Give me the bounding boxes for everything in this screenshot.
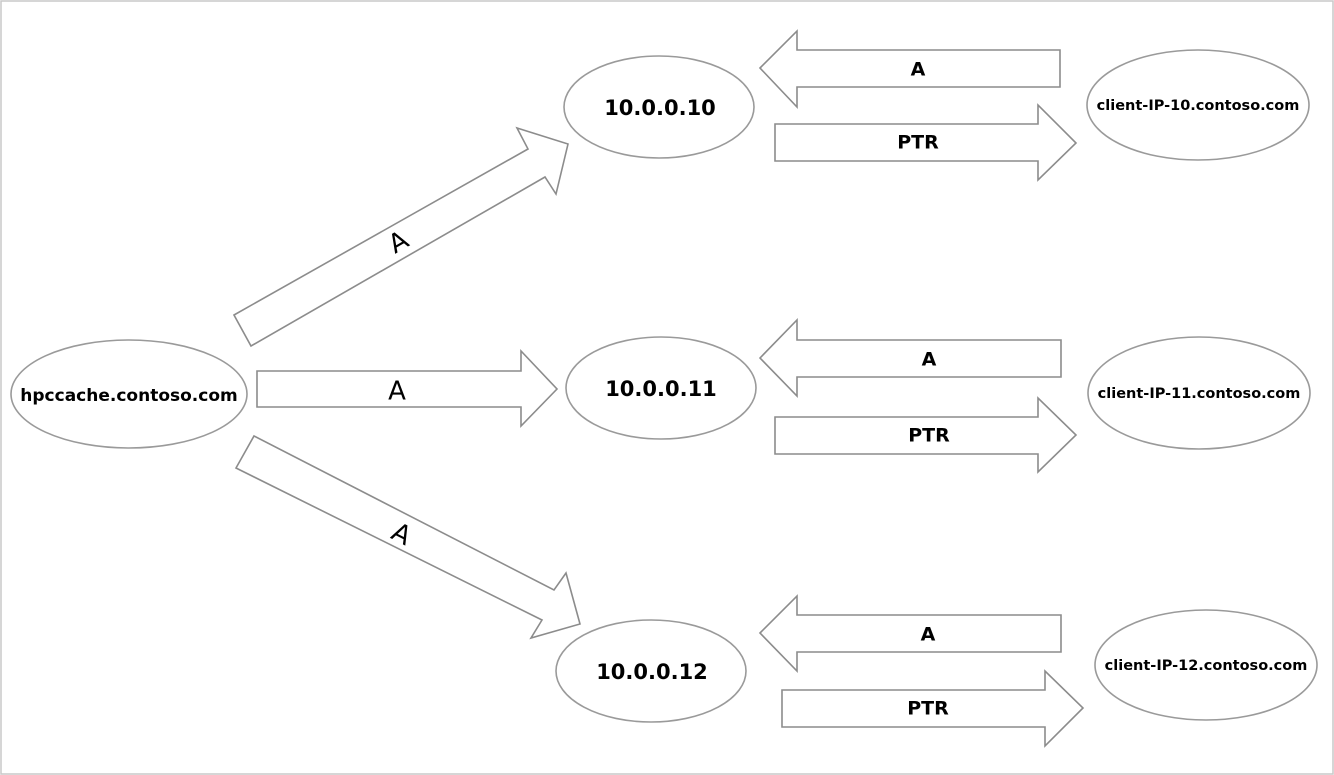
forward-record-11-label: A [922,349,937,371]
reverse-record-12-label: PTR [907,698,949,720]
forward-arrow-11-shape [758,318,1062,398]
reverse-record-10-label: PTR [897,132,939,154]
forward-record-12-label: A [921,624,936,646]
client-node-12: client-IP-12.contoso.com [1094,609,1318,721]
reverse-record-11-label: PTR [908,425,950,447]
client-node-11: client-IP-11.contoso.com [1087,336,1311,450]
ip-node-12-label: 10.0.0.12 [596,660,708,684]
reverse-arrow-10-shape [774,103,1078,182]
fan-arrow-bottom-shape [234,434,581,640]
client-node-12-ellipse [1094,609,1318,721]
ip-node-11: 10.0.0.11 [565,336,757,440]
forward-arrow-10-shape [758,29,1061,110]
fan-arrow-middle: A [256,348,559,428]
ip-node-12-ellipse [555,619,747,723]
client-node-10-label: client-IP-10.contoso.com [1097,98,1300,114]
record-pair-10: A PTR [758,29,1078,182]
client-node-11-label: client-IP-11.contoso.com [1098,386,1301,402]
client-node-12-label: client-IP-12.contoso.com [1105,658,1308,674]
source-host-node: hpccache.contoso.com [10,339,248,449]
fan-arrow-middle-shape [256,348,559,428]
reverse-arrow-12-shape [781,669,1085,748]
client-node-10-ellipse [1086,49,1310,161]
fan-arrow-top: A [232,126,569,348]
source-host-ellipse [10,339,248,449]
ip-node-11-label: 10.0.0.11 [605,377,717,401]
ip-node-12: 10.0.0.12 [555,619,747,723]
ip-node-10-label: 10.0.0.10 [604,96,716,120]
source-host-label: hpccache.contoso.com [20,386,237,406]
client-node-10: client-IP-10.contoso.com [1086,49,1310,161]
ip-node-11-ellipse [565,336,757,440]
forward-record-10-label: A [911,59,926,81]
client-node-11-ellipse [1087,336,1311,450]
reverse-arrow-11-shape [774,396,1078,474]
record-pair-11: A PTR [758,318,1078,474]
fan-arrow-middle-label: A [388,377,406,407]
record-pair-12: A PTR [758,594,1085,748]
ip-node-10-ellipse [563,55,755,159]
forward-arrow-12-shape [758,594,1062,673]
fan-arrow-top-shape [232,126,569,348]
ip-node-10: 10.0.0.10 [563,55,755,159]
fan-arrow-bottom: A [234,434,581,640]
